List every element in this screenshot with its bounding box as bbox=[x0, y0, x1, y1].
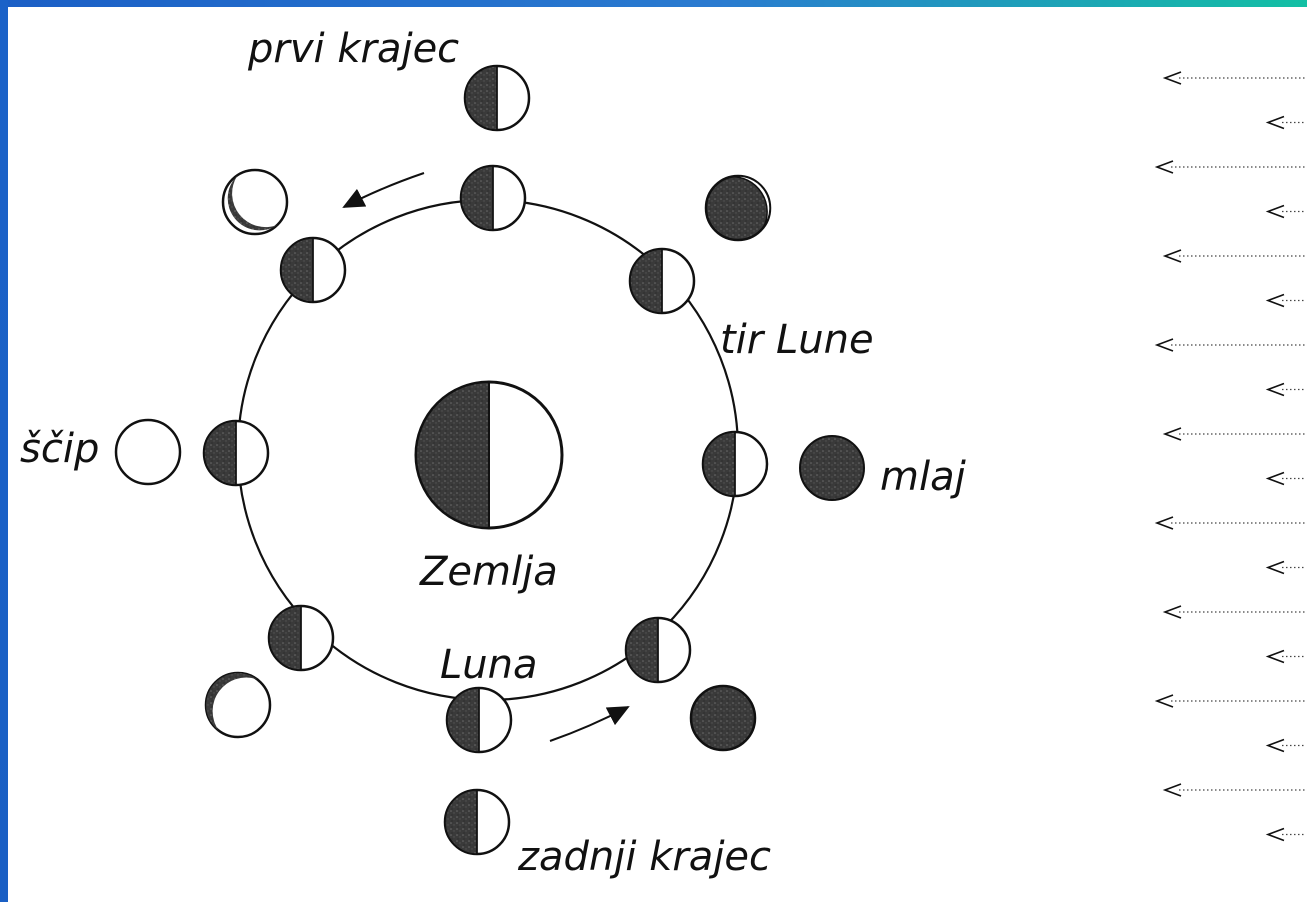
label-last-quarter: zadnji krajec bbox=[517, 834, 771, 880]
phase-moon bbox=[704, 174, 772, 242]
phase-moon bbox=[463, 64, 531, 132]
orbit-moon bbox=[202, 419, 270, 487]
sunlight-arrow-icon bbox=[1154, 160, 1305, 174]
sunlight-arrow-icon bbox=[1265, 827, 1305, 842]
orbit-moon bbox=[267, 604, 335, 672]
sunlight-arrow-icon bbox=[1265, 471, 1305, 486]
sunlight-arrow-icon bbox=[1265, 293, 1305, 308]
label-orbit: tir Lune bbox=[720, 317, 874, 363]
phase-moon bbox=[689, 684, 757, 752]
phase-moon bbox=[799, 435, 865, 501]
sunlight-arrows bbox=[1154, 71, 1305, 842]
label-first-quarter: prvi krajec bbox=[247, 26, 459, 72]
orbit-direction-arrow-icon bbox=[549, 706, 630, 742]
sunlight-arrow-icon bbox=[1162, 249, 1305, 263]
sunlight-arrow-icon bbox=[1265, 204, 1305, 219]
left-frame-bar bbox=[0, 0, 8, 902]
sunlight-arrow-icon bbox=[1265, 560, 1305, 575]
sunlight-arrow-icon bbox=[1154, 338, 1305, 352]
sunlight-arrow-icon bbox=[1265, 738, 1305, 753]
orbit-moon bbox=[459, 164, 527, 232]
label-full-moon: ščip bbox=[20, 426, 99, 472]
label-earth: Zemlja bbox=[419, 549, 558, 595]
sunlight-arrow-icon bbox=[1265, 382, 1305, 397]
phase-moon bbox=[443, 788, 511, 856]
orbit-moon bbox=[445, 686, 513, 754]
orbit-moon bbox=[624, 616, 692, 684]
label-moon: Luna bbox=[440, 642, 538, 688]
phase-moon bbox=[204, 671, 272, 739]
sunlight-arrow-icon bbox=[1162, 783, 1305, 797]
sunlight-arrow-icon bbox=[1162, 71, 1305, 85]
sunlight-arrow-icon bbox=[1162, 427, 1305, 441]
sunlight-arrow-icon bbox=[1154, 516, 1305, 530]
orbit-moon bbox=[701, 430, 769, 498]
sunlight-arrow-icon bbox=[1265, 115, 1305, 130]
orbit-direction-arrow-icon bbox=[342, 172, 425, 208]
sunlight-arrow-icon bbox=[1265, 649, 1305, 664]
orbit-moon bbox=[279, 236, 347, 304]
top-frame-bar bbox=[0, 0, 1307, 7]
orbit-moon bbox=[628, 247, 696, 315]
sunlight-arrow-icon bbox=[1162, 605, 1305, 619]
phase-moon bbox=[221, 168, 289, 236]
earth bbox=[414, 380, 564, 530]
phase-moon bbox=[114, 418, 182, 486]
label-new-moon: mlaj bbox=[880, 454, 967, 500]
sunlight-arrow-icon bbox=[1154, 694, 1305, 708]
